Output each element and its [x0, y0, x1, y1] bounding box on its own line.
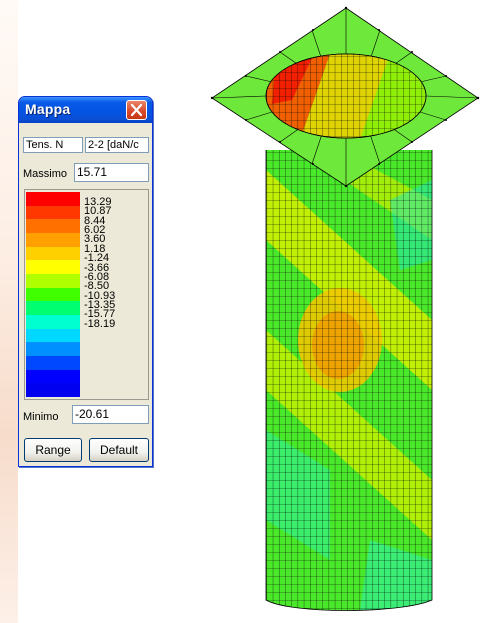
- column-body: [265, 150, 433, 611]
- color-bar: [26, 192, 80, 397]
- scale-value: 1.18: [84, 242, 106, 255]
- color-swatch: [26, 369, 80, 384]
- color-swatch: [26, 219, 80, 233]
- background-strip: [0, 0, 18, 623]
- scale-value: 3.60: [84, 233, 106, 246]
- close-icon: [130, 103, 143, 117]
- min-value-input[interactable]: -20.61: [72, 405, 149, 424]
- range-button[interactable]: Range: [24, 438, 82, 462]
- scale-value: -18.19: [84, 317, 116, 330]
- window-title: Mappa: [25, 101, 71, 117]
- max-value-input[interactable]: 15.71: [74, 163, 149, 182]
- default-button[interactable]: Default: [89, 438, 149, 462]
- scale-value: -13.35: [84, 298, 116, 311]
- title-bar[interactable]: Mappa: [19, 97, 152, 123]
- scale-value: 10.87: [84, 205, 112, 218]
- color-swatch: [26, 205, 80, 220]
- scale-value: -10.93: [84, 289, 116, 302]
- scale-value: 13.29: [84, 196, 112, 208]
- scale-value: -8.50: [84, 280, 110, 293]
- scale-value: 6.02: [84, 224, 106, 237]
- min-label: Minimo: [23, 411, 59, 423]
- model-view: [210, 6, 480, 611]
- color-swatch: [26, 232, 80, 247]
- scale-value: -1.24: [84, 252, 110, 265]
- max-label: Massimo: [23, 168, 68, 180]
- color-swatch: [26, 355, 80, 370]
- quantity-field[interactable]: Tens. N: [23, 137, 83, 153]
- mappa-window[interactable]: Mappa Tens. N 2-2 [daN/c Massimo 15.71 1…: [18, 96, 153, 467]
- color-swatch: [26, 287, 80, 302]
- scale-value: -3.66: [84, 261, 110, 274]
- color-swatch: [26, 342, 80, 356]
- color-swatch: [26, 246, 80, 261]
- scale-value: -6.08: [84, 270, 110, 283]
- color-swatch: [26, 383, 80, 397]
- scale-value: 8.44: [84, 214, 106, 227]
- component-field[interactable]: 2-2 [daN/c: [85, 137, 149, 153]
- color-swatch: [26, 260, 80, 274]
- color-swatch: [26, 328, 80, 343]
- color-swatch: [26, 301, 80, 315]
- color-swatch: [26, 192, 80, 206]
- color-swatch: [26, 314, 80, 329]
- close-button[interactable]: [126, 100, 147, 120]
- top-flange: [210, 6, 480, 188]
- color-swatch: [26, 273, 80, 288]
- scale-value: -15.77: [84, 308, 116, 321]
